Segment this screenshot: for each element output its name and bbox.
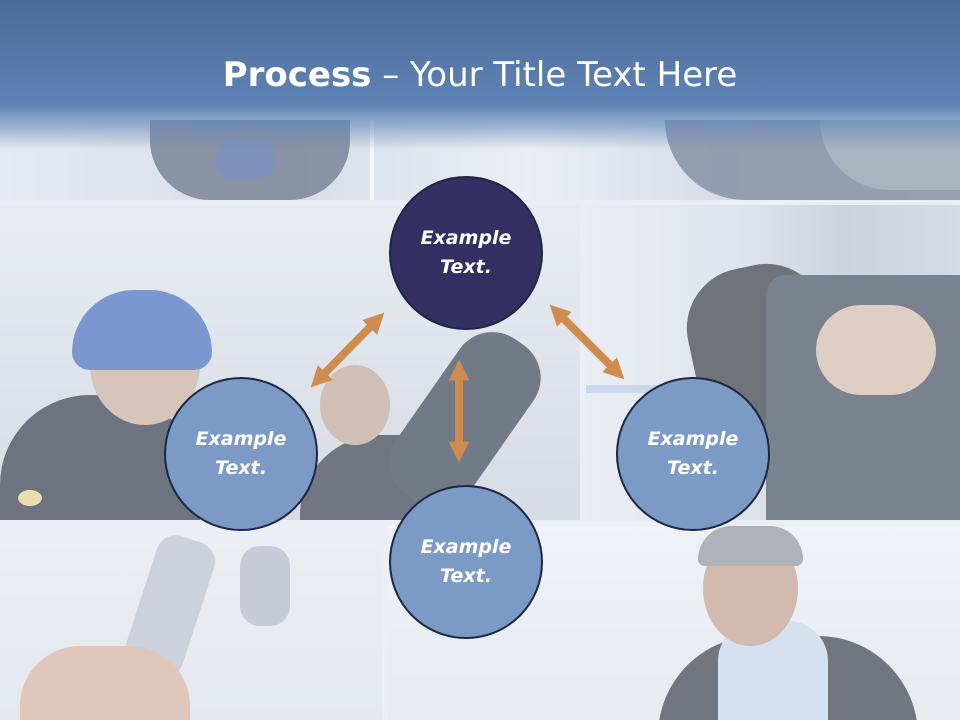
title-bold: Process [222, 55, 372, 95]
node-text-line1: Example [195, 428, 287, 450]
title-band [0, 0, 960, 150]
arrow-top-right [549, 304, 625, 380]
node-text-line1: Example [420, 536, 512, 558]
photo-gloves [586, 205, 960, 520]
node-text-line1: Example [420, 227, 512, 249]
node-text-line2: Text. [440, 256, 492, 278]
slide-title: Process – Your Title Text Here [0, 52, 960, 98]
arrow-left-top [310, 312, 385, 388]
node-text-line1: Example [647, 428, 739, 450]
node-text-line2: Text. [440, 565, 492, 587]
node-text-line2: Text. [215, 457, 267, 479]
title-rest: – Your Title Text Here [371, 55, 738, 95]
node-text-line2: Text. [667, 457, 719, 479]
photo-wrench [0, 526, 382, 720]
